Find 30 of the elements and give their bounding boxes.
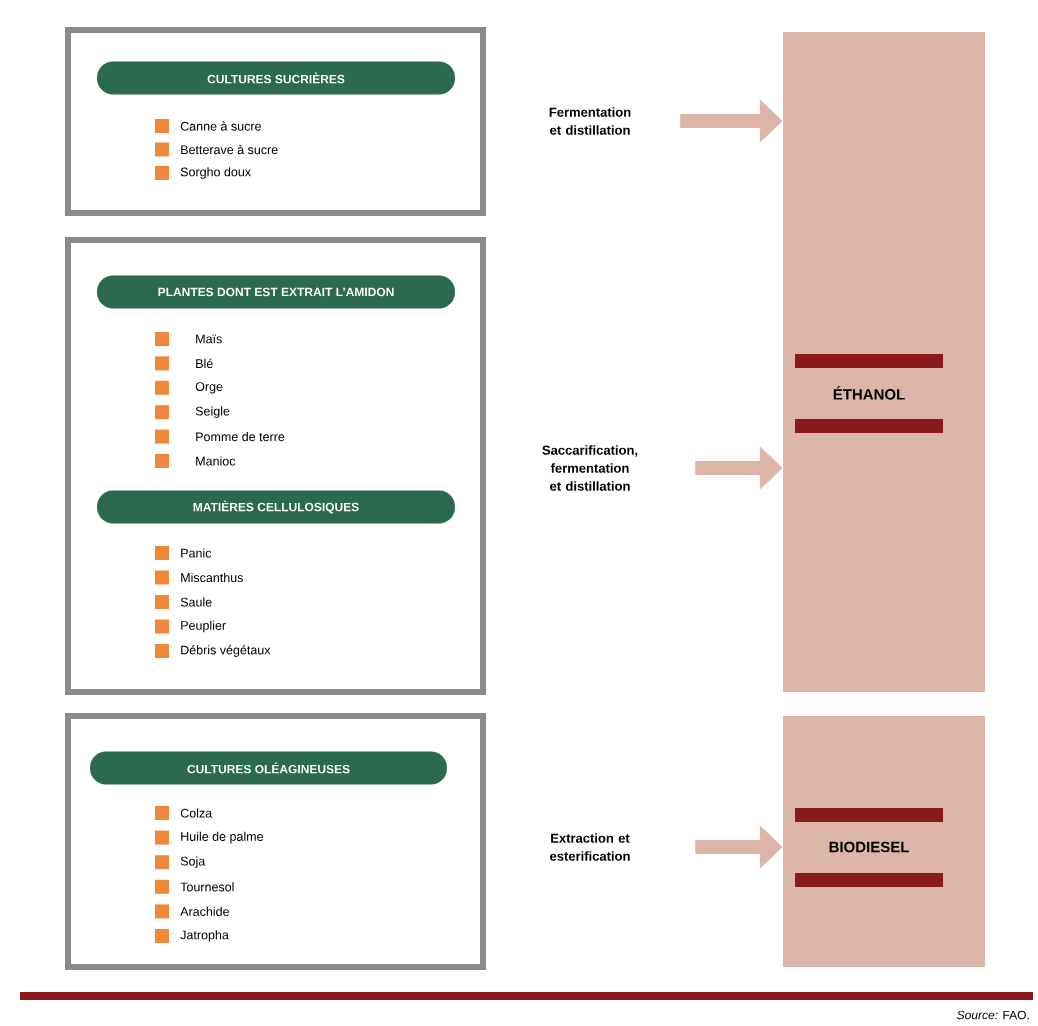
list-item: Manioc	[155, 454, 236, 468]
list-item: Huile de palme	[155, 830, 263, 845]
list-item: Pomme de terre	[155, 429, 285, 444]
list-item: Panic	[155, 546, 212, 560]
source-note: Source: FAO.	[957, 1010, 1029, 1020]
list-item: Tournesol	[155, 879, 234, 894]
list-item: Débris végétaux	[155, 644, 271, 658]
list-item: Sorgho doux	[155, 166, 251, 180]
list-item: Blé	[155, 356, 213, 371]
category-heading: PLANTES DONT EST EXTRAIT L’AMIDON	[97, 275, 455, 309]
process-label: Extraction et esterification	[550, 833, 630, 861]
category-heading: CULTURES SUCRIÈRES	[97, 61, 455, 95]
product-box: BIODIESEL	[783, 716, 985, 967]
list-item: Miscanthus	[155, 570, 243, 585]
list-item: Orge	[155, 380, 223, 395]
list-item: Canne à sucre	[155, 119, 261, 133]
list-item: Soja	[155, 855, 206, 870]
list-item: Maïs	[155, 332, 222, 346]
list-item: Peuplier	[155, 619, 226, 634]
list-item: Jatropha	[155, 929, 229, 943]
list-item: Arachide	[155, 904, 229, 919]
process-label: Fermentation et distillation	[549, 107, 631, 135]
list-item: Betterave à sucre	[155, 142, 278, 157]
list-item: Saule	[155, 595, 212, 609]
product-box: ÉTHANOL	[783, 32, 985, 692]
list-item: Seigle	[155, 405, 230, 420]
category-heading: MATIÈRES CELLULOSIQUES	[97, 490, 455, 524]
process-label: Saccarification, fermentation et distillation	[542, 445, 638, 491]
category-heading: CULTURES OLÉAGINEUSES	[90, 751, 447, 785]
list-item: Colza	[155, 806, 213, 820]
